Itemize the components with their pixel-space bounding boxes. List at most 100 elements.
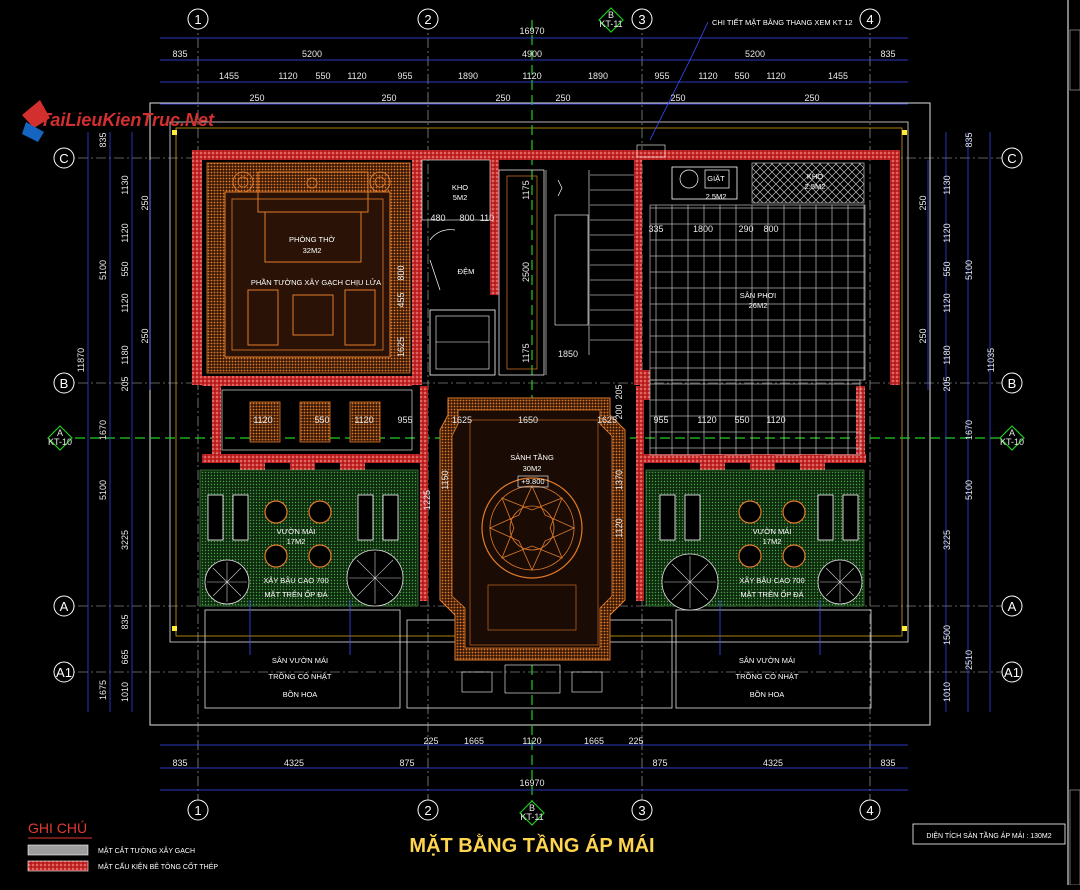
grid-row-right-label: A bbox=[1008, 599, 1017, 614]
yard-left-3: BỒN HOA bbox=[283, 689, 318, 699]
dim-left-detail: 1120 bbox=[120, 223, 130, 242]
dim-inner: 110 bbox=[480, 213, 494, 223]
laundry-area: 2.5M2 bbox=[706, 192, 727, 201]
dim-inner: 1120 bbox=[354, 415, 373, 425]
grid-row-left-label: A1 bbox=[56, 665, 72, 680]
drawing-title: MẶT BẰNG TẦNG ÁP MÁI bbox=[409, 833, 654, 857]
dim-top-detail: 550 bbox=[734, 71, 749, 81]
grid-row-right-bubble bbox=[1001, 661, 1023, 683]
dem-room-label: ĐỆM bbox=[458, 267, 475, 276]
dim-inner: 1175 bbox=[521, 180, 531, 199]
grid-col-bottom-bubble bbox=[859, 799, 881, 821]
dim-left-small: 250 bbox=[140, 328, 150, 343]
dim-bottom-bay: 835 bbox=[880, 758, 895, 768]
dim-inner: 800 bbox=[396, 265, 406, 280]
dim-left-detail: 205 bbox=[120, 376, 130, 391]
dim-bottom-bay: 875 bbox=[399, 758, 414, 768]
grid-col-top-label: 3 bbox=[638, 12, 645, 27]
yard-left-2: TRỒNG CỎ NHẬT bbox=[269, 671, 332, 681]
dim-bottom-bay: 835 bbox=[172, 758, 187, 768]
dim-bottom-detail: 1120 bbox=[522, 736, 541, 746]
dim-left-detail: 1180 bbox=[120, 345, 130, 364]
worship-room-name: PHÒNG THỜ bbox=[289, 235, 335, 244]
grid-col-bottom-bubble bbox=[631, 799, 653, 821]
dim-right-bay: 5100 bbox=[964, 260, 974, 280]
dim-top-detail: 1890 bbox=[458, 71, 478, 81]
section-a-right-tag-icon bbox=[999, 425, 1025, 451]
dim-left-detail: 550 bbox=[120, 261, 130, 276]
dim-inner: 200 bbox=[614, 404, 624, 419]
dim-inner: 1370 bbox=[614, 470, 624, 490]
dim-top-detail: 1120 bbox=[766, 71, 785, 81]
dim-left-detail: 665 bbox=[120, 649, 130, 664]
grid-col-top-label: 4 bbox=[866, 12, 873, 27]
hall-name: SẢNH TẦNG bbox=[510, 452, 554, 462]
section-a-right-letter: A bbox=[1009, 428, 1015, 438]
dim-left-bay: 5100 bbox=[98, 480, 108, 500]
dim-inner: 1175 bbox=[521, 343, 531, 362]
dim-top-detail: 1455 bbox=[828, 71, 848, 81]
dim-left-detail: 3225 bbox=[120, 530, 130, 550]
grid-col-top-bubble bbox=[417, 8, 439, 30]
dim-top-small: 250 bbox=[249, 93, 264, 103]
laundry-name: GIẶT bbox=[707, 174, 725, 183]
legend-concrete: MẶT CẤU KIỆN BÊ TÔNG CỐT THÉP bbox=[98, 861, 218, 871]
grid-row-left-label: C bbox=[59, 151, 68, 166]
dim-top-detail: 955 bbox=[397, 71, 412, 81]
section-b-top-letter: B bbox=[608, 10, 614, 20]
grid-col-bottom-bubble bbox=[417, 799, 439, 821]
dim-bottom-detail: 225 bbox=[628, 736, 643, 746]
fireproof-wall-note: PHẦN TƯỜNG XÂY GẠCH CHỊU LỬA bbox=[251, 277, 381, 287]
dim-left-bay: 5100 bbox=[98, 260, 108, 280]
dim-top-total: 16970 bbox=[519, 26, 544, 36]
dim-top-detail: 550 bbox=[315, 71, 330, 81]
dim-top-detail: 1120 bbox=[347, 71, 366, 81]
garden-left-area: 17M2 bbox=[287, 537, 306, 546]
section-a-right-ref: KT-10 bbox=[1000, 437, 1024, 447]
dim-top-detail: 1890 bbox=[588, 71, 608, 81]
drying-yard-name: SÂN PHƠI bbox=[740, 291, 776, 300]
yard-right-1: SÂN VƯỜN MÁI bbox=[739, 656, 795, 665]
dim-top-detail: 1120 bbox=[278, 71, 297, 81]
dim-top-small: 250 bbox=[804, 93, 819, 103]
dim-inner: 1120 bbox=[697, 415, 716, 425]
garden-right-area: 17M2 bbox=[763, 537, 782, 546]
grid-row-right-label: B bbox=[1008, 376, 1017, 391]
dim-top-detail: 1455 bbox=[219, 71, 239, 81]
dim-top-detail: 1120 bbox=[698, 71, 717, 81]
grid-row-left-bubble bbox=[53, 595, 75, 617]
grid-row-left-label: B bbox=[60, 376, 69, 391]
dim-top-small: 250 bbox=[670, 93, 685, 103]
dim-right-detail: 3225 bbox=[942, 530, 952, 550]
dim-right-detail: 205 bbox=[942, 376, 952, 391]
dim-inner: 1625 bbox=[597, 415, 617, 425]
dim-right-bay: 5100 bbox=[964, 480, 974, 500]
dim-bottom-bay: 4325 bbox=[763, 758, 783, 768]
dim-right-detail: 1180 bbox=[942, 345, 952, 364]
dim-inner: 800 bbox=[459, 213, 474, 223]
hall-area: 30M2 bbox=[523, 464, 542, 473]
dim-left-detail: 1130 bbox=[120, 175, 130, 194]
grid-row-left-bubble bbox=[53, 372, 75, 394]
store-room-area: 5M2 bbox=[453, 193, 468, 202]
grid-row-left-bubble bbox=[53, 661, 75, 683]
dim-right-detail: 1120 bbox=[942, 223, 952, 242]
dim-left-bay: 835 bbox=[98, 132, 108, 147]
planter-note-left-1: XÂY BẬU CAO 700 bbox=[263, 576, 328, 585]
dim-inner: 455 bbox=[396, 292, 406, 307]
grid-row-right-label: A1 bbox=[1004, 665, 1020, 680]
dim-left-bay: 1675 bbox=[98, 680, 108, 700]
dim-inner: 550 bbox=[734, 415, 749, 425]
dim-right-detail: 1120 bbox=[942, 293, 952, 312]
grid-col-bottom-bubble bbox=[187, 799, 209, 821]
grid-col-top-bubble bbox=[187, 8, 209, 30]
dim-inner: 2500 bbox=[521, 262, 531, 282]
section-b-bottom-tag-icon bbox=[519, 800, 545, 826]
dim-bottom-detail: 225 bbox=[423, 736, 438, 746]
section-b-top-tag-icon bbox=[598, 7, 624, 33]
dim-left-detail: 1120 bbox=[120, 293, 130, 312]
dim-left-detail: 835 bbox=[120, 614, 130, 629]
dim-top-detail: 1120 bbox=[522, 71, 541, 81]
stair-detail-callout: CHI TIẾT MẶT BẰNG THANG XEM KT 12 bbox=[712, 17, 853, 27]
